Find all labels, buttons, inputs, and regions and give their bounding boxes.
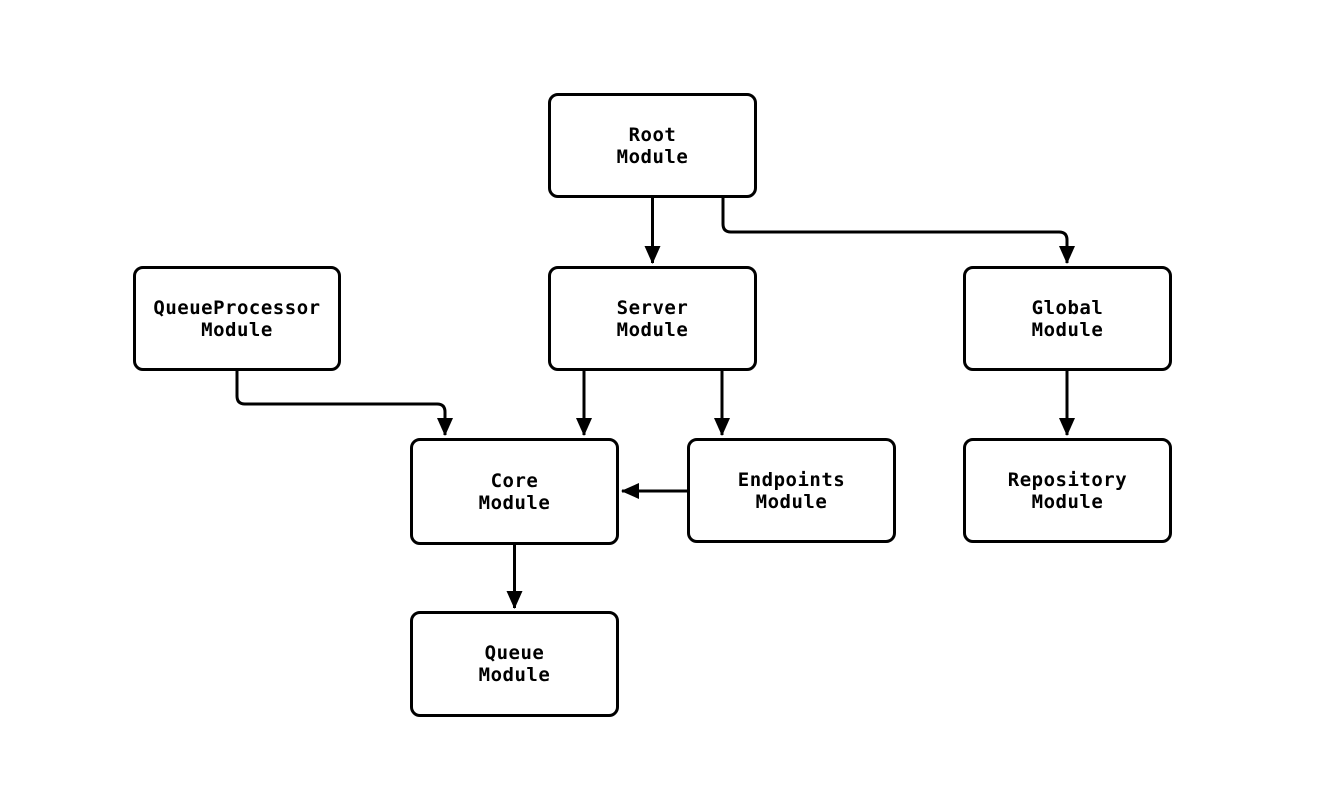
node-server-module-label: Server Module (616, 296, 689, 341)
node-endpoints-module-label: Endpoints Module (737, 468, 846, 513)
node-root-module: Root Module (548, 93, 757, 198)
node-global-module: Global Module (963, 266, 1172, 371)
node-root-module-label: Root Module (616, 123, 689, 168)
node-server-module: Server Module (548, 266, 757, 371)
node-core-module: Core Module (410, 438, 619, 545)
node-queue-module-label: Queue Module (478, 642, 551, 686)
node-global-module-label: Global Module (1031, 296, 1104, 341)
node-queueprocessor-module: QueueProcessor Module (133, 266, 341, 371)
node-repository-module-label: Repository Module (1007, 468, 1128, 513)
node-queueprocessor-module-label: QueueProcessor Module (153, 296, 321, 341)
node-queue-module: Queue Module (410, 611, 619, 717)
node-repository-module: Repository Module (963, 438, 1172, 543)
node-endpoints-module: Endpoints Module (687, 438, 896, 543)
node-core-module-label: Core Module (478, 469, 551, 514)
edge-queueprocessor-to-core (235, 371, 453, 436)
edge-root-to-global (721, 198, 1075, 264)
